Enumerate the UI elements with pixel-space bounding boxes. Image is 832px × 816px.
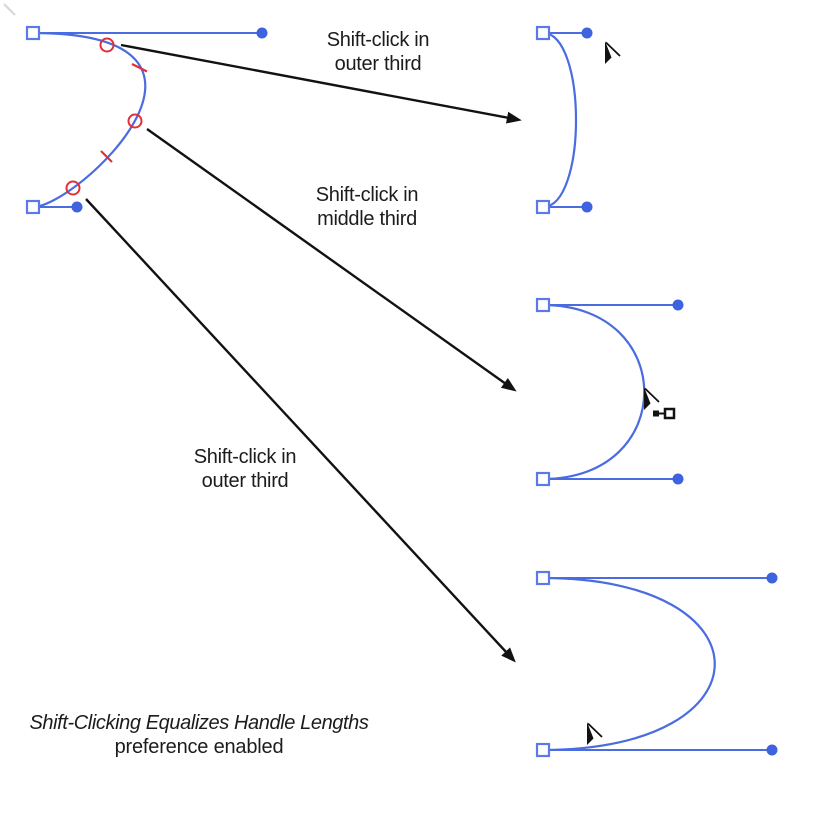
handle-end-dot-top — [581, 27, 593, 39]
label-line: Shift-click in — [315, 184, 419, 206]
anchor-point-bottom — [25, 199, 41, 215]
click-target-marker-outer-bottom — [65, 180, 81, 196]
handle-end-dot-bottom — [672, 473, 684, 485]
arrow-to-result-3 — [85, 198, 516, 663]
label-line: outer third — [334, 53, 422, 75]
label-line: Shift-click in — [193, 446, 297, 468]
anchor-point-top — [535, 570, 551, 586]
label-shift-click-outer-top: Shift-click in outer third — [268, 28, 488, 76]
bezier-path — [542, 31, 577, 209]
handle-end-dot-bottom — [766, 744, 778, 756]
bezier-path — [542, 576, 716, 752]
caption-subtitle: preference enabled — [114, 736, 284, 758]
cursor-arrow-icon — [604, 40, 621, 65]
handle-end-dot-top — [766, 572, 778, 584]
handle-end-dot-top — [256, 27, 268, 39]
click-target-marker-middle — [127, 113, 143, 129]
cursor-arrow-icon — [586, 721, 603, 746]
label-line: middle third — [317, 208, 417, 230]
bezier-path — [32, 31, 147, 209]
handle-end-dot-top — [672, 299, 684, 311]
equal-handles-icon — [653, 407, 676, 420]
anchor-point-top — [535, 297, 551, 313]
caption-title: Shift-Clicking Equalizes Handle Lengths — [29, 712, 369, 734]
third-division-tick-1 — [131, 63, 148, 73]
anchor-point-top — [25, 25, 41, 41]
cursor-arrow-icon — [643, 386, 660, 411]
handle-end-dot-bottom — [71, 201, 83, 213]
anchor-point-bottom — [535, 199, 551, 215]
arrow-to-result-1 — [120, 43, 522, 124]
label-line: Shift-click in — [326, 29, 430, 51]
stray-corner-mark — [3, 3, 16, 16]
third-division-tick-2 — [100, 150, 113, 163]
label-shift-click-middle: Shift-click in middle third — [257, 183, 477, 231]
label-line: outer third — [201, 470, 289, 492]
label-shift-click-outer-bottom: Shift-click in outer third — [135, 445, 355, 493]
result-figure-outer-bottom — [535, 570, 778, 758]
anchor-point-bottom — [535, 471, 551, 487]
anchor-point-top — [535, 25, 551, 41]
caption: Shift-Clicking Equalizes Handle Lengths … — [5, 711, 393, 759]
handle-end-dot-bottom — [581, 201, 593, 213]
result-figure-outer-top — [535, 25, 621, 215]
anchor-point-bottom — [535, 742, 551, 758]
arrow-to-result-2 — [146, 128, 517, 392]
source-curve-figure — [25, 25, 268, 215]
bezier-path — [542, 303, 646, 481]
result-figure-middle — [535, 297, 684, 487]
click-target-marker-outer-top — [99, 37, 115, 53]
